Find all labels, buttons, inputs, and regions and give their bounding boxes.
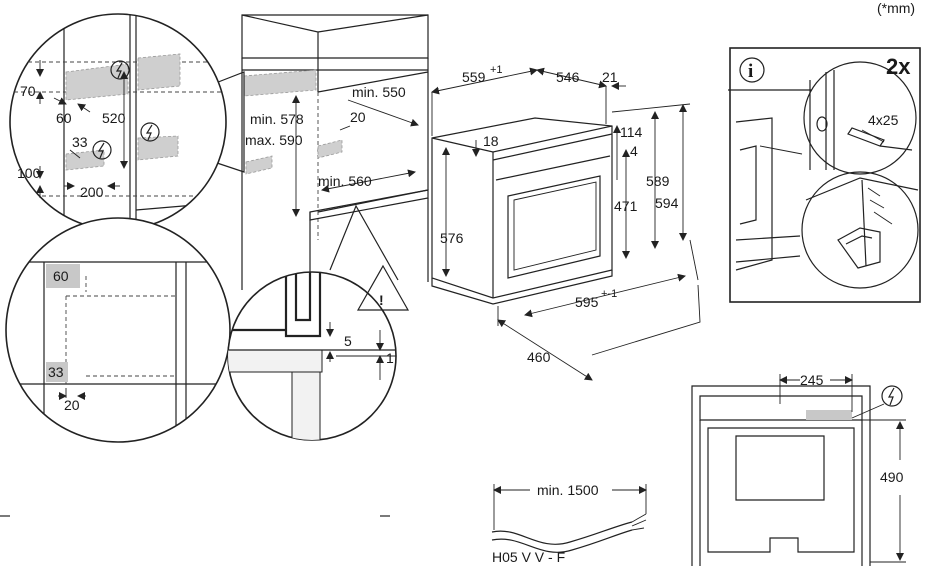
detail-bl-dim-20: 20 (64, 397, 80, 413)
detail-circle-gap: ! (227, 204, 410, 441)
front-view (691, 374, 906, 566)
detail-dim-200: 200 (80, 184, 104, 200)
cabinet-shaded-zone-top (243, 69, 317, 97)
cable-length: min. 1500 (537, 482, 599, 498)
dim-594: 594 (655, 195, 679, 211)
detail-dim-60: 60 (56, 110, 72, 126)
dim-576: 576 (440, 230, 464, 246)
dim-min-578: min. 578 (250, 111, 304, 127)
dim-20: 20 (350, 109, 366, 125)
units-note: (*mm) (877, 0, 915, 16)
detail-bl-dim-33: 33 (48, 364, 64, 380)
detail-circle-top-left (9, 13, 245, 231)
dim-595-tolerance: +-1 (601, 288, 617, 300)
dim-546: 546 (556, 69, 580, 85)
dim-4: 4 (630, 143, 638, 159)
cable-type: H05 V V - F (492, 549, 565, 565)
dim-18: 18 (483, 133, 499, 149)
detail-dim-100: 100 (17, 165, 41, 181)
dim-559: 559 (462, 69, 486, 85)
dim-471: 471 (614, 198, 638, 214)
cabinet-shaded-zone-low (245, 155, 273, 175)
front-dim-245: 245 (800, 372, 824, 388)
dim-460: 460 (527, 349, 551, 365)
dim-559-tolerance: +1 (490, 64, 503, 76)
gap-dim-5: 5 (344, 333, 352, 349)
dim-min-550: min. 550 (352, 84, 406, 100)
power-cable (491, 484, 647, 553)
detail-dim-520: 520 (102, 110, 126, 126)
dim-595: 595 (575, 294, 599, 310)
dim-114: 114 (620, 124, 643, 140)
dim-max-590: max. 590 (245, 132, 303, 148)
gap-dim-1: 1 (386, 350, 394, 366)
cabinet-shaded-zone-mid (317, 139, 343, 159)
screw-size: 4x25 (868, 112, 899, 128)
detail-dim-70: 70 (20, 83, 36, 99)
oven-drawing (431, 67, 701, 381)
cabinet-drawing (241, 14, 429, 290)
detail-bl-dim-60: 60 (53, 268, 69, 284)
info-icon-glyph: i (748, 61, 753, 82)
dim-21: 21 (602, 69, 618, 85)
info-icon (739, 57, 765, 83)
detail-circle-bottom-left (5, 217, 231, 443)
install-count: 2x (886, 54, 911, 79)
detail-dim-33: 33 (72, 134, 88, 150)
dim-589: 589 (646, 173, 670, 189)
dim-min-560: min. 560 (318, 173, 372, 189)
front-dim-490: 490 (880, 469, 904, 485)
svg-text:!: ! (379, 292, 384, 308)
install-panel (728, 47, 921, 303)
